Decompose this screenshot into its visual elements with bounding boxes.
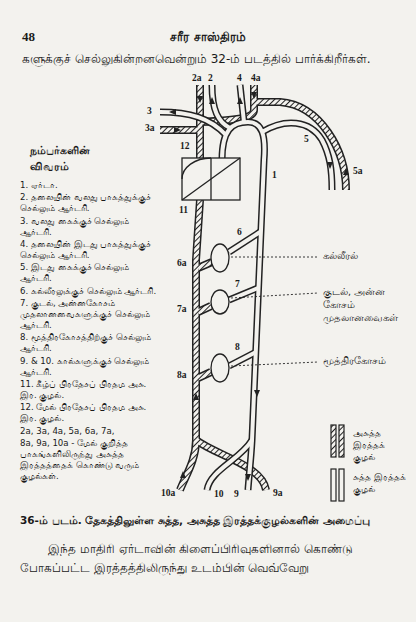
running-header: சரீர சாஸ்திரம் — [0, 30, 416, 46]
organ-oval — [211, 244, 229, 382]
callout-number: 7a — [176, 304, 188, 314]
callout-number: 3a — [144, 123, 156, 133]
legend-tube — [331, 469, 336, 501]
key-item: 1. ஏர்டா. — [20, 180, 160, 191]
artery-lumen — [160, 85, 332, 490]
page-number: 48 — [22, 29, 35, 46]
organ-label: மூத்திரகோசம் — [322, 355, 406, 368]
key-item: 9. & 10. கால்களுக்குச் செல்லும் ஆர்டரி. — [20, 356, 160, 378]
callout-number: 2 — [207, 73, 214, 83]
callout-number: 6 — [236, 227, 243, 237]
figure-caption: 36-ம் படம். தேகத்திலுள்ள சுத்த, அசுத்த இ… — [20, 513, 405, 527]
legend-tube — [331, 425, 336, 457]
callout-number: 8a — [176, 370, 188, 380]
callout-number: 1 — [271, 170, 278, 180]
callout-number: 4 — [236, 73, 243, 83]
organ-label: கல்லீரல் — [322, 250, 406, 263]
callout-number: 12 — [179, 141, 191, 151]
callout-number: 7 — [234, 279, 241, 289]
legend-sample — [328, 468, 348, 502]
legend-sample — [328, 424, 348, 458]
vein-outline — [160, 85, 346, 490]
artery-outline — [160, 85, 332, 490]
key-item: 5. இடது கைக்குச் செல்லும் ஆர்டரி. — [20, 262, 160, 284]
legend-text: சுத்த இரத்தக் குழல் — [353, 471, 409, 495]
key-item: 12. மேல் பிரதேசப் பிரதம அசு. இர. குழல். — [20, 402, 160, 424]
key-item: 2. தலையின் வலது பாகத்துக்குச் செல்லும் ஆ… — [20, 192, 160, 214]
callout-number: 4a — [250, 73, 262, 83]
callout-number: 3 — [146, 106, 153, 116]
callout-number: 11 — [178, 205, 189, 215]
callout-number: 5 — [303, 134, 310, 144]
key-item: 2a, 3a, 4a, 5a, 6a, 7a, — [20, 426, 160, 437]
vein-hatch — [160, 85, 346, 490]
callout-number: 6a — [176, 258, 188, 268]
key-item: 11. கீழ்ப் பிரதேசப் பிரதம அசு. இர. குழல்… — [20, 379, 160, 401]
callout-number: 9a — [272, 488, 284, 498]
body-text: களுக்குச் செல்லுகின்றனவென்றும் 32-ம் படத… — [22, 50, 400, 69]
key-item: 6. கல்லீரலுக்குச் செல்லும் ஆர்டரி. — [20, 286, 160, 297]
key-item: 8a, 9a, 10a - மேல் குறித்த பாகங்களிலிருந… — [20, 438, 160, 483]
legend-tube — [339, 469, 344, 501]
legend-tube — [339, 425, 344, 457]
callout-number: 5a — [352, 166, 364, 176]
key-heading: நம்பர்களின் விவரம் — [30, 143, 110, 175]
legend-text: அசுத்த இரத்தக் குழல் — [353, 427, 409, 463]
heart — [182, 158, 240, 200]
body-text: இந்த மாதிரி ஏர்டாவின் கிளைப்பிரிவுகளினால… — [20, 540, 400, 577]
key-item: 8. மூத்திரகோசத்திற்குச் செல்லும் ஆர்டரி. — [20, 332, 160, 354]
organ-label: குடல், அன்ன கோசம் முதலானவைகள் — [322, 286, 406, 324]
callout-number: 10 — [213, 489, 225, 499]
callout-number: 9 — [233, 489, 240, 499]
key-item: 3. வலது கைக்குச் செல்லும் ஆர்டரி. — [20, 216, 160, 238]
callout-number: 10a — [160, 488, 176, 498]
leader-line — [231, 257, 318, 366]
key-item: 4. தலையின் இடது பாகத்துக்குச் செல்லும் ஆ… — [20, 239, 160, 261]
callout-number: 2a — [191, 73, 203, 83]
callout-number: 8 — [234, 342, 241, 352]
key-item: 7. குடல், அன்னகோசம் முதலானவைகளுக்குச் செ… — [20, 298, 160, 332]
